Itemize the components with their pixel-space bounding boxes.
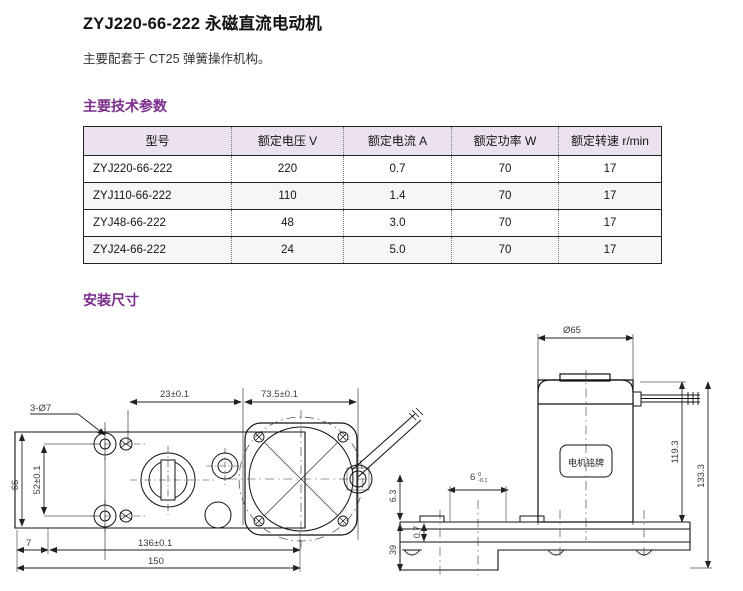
specification-table: 型号 额定电压 V 额定电流 A 额定功率 W 额定转速 r/min ZYJ22…	[83, 125, 662, 264]
cell-voltage: 110	[231, 181, 344, 210]
column-header-power: 额定功率 W	[451, 125, 559, 156]
dimension-hole-callout: 3-Ø7	[30, 403, 106, 436]
cell-model: ZYJ110-66-222	[83, 181, 232, 210]
cell-speed: 17	[558, 208, 662, 237]
column-header-voltage: 额定电压 V	[231, 125, 344, 156]
dimension-d65: Ø65	[537, 325, 634, 342]
product-subtitle: 主要配套于 CT25 弹簧操作机构。	[83, 52, 271, 67]
dimension-label-735: 73.5±0.1	[261, 389, 298, 400]
dimension-label-66: 66	[10, 480, 21, 491]
table-row: ZYJ110-66-222 110 1.4 70 17	[83, 181, 662, 210]
table-row: ZYJ220-66-222 220 0.7 70 17	[83, 154, 662, 183]
dimension-label-7: 7	[26, 538, 31, 549]
cell-power: 70	[451, 181, 559, 210]
column-header-model: 型号	[83, 125, 232, 156]
dimension-23: 23±0.1	[129, 389, 242, 406]
cell-current: 5.0	[343, 235, 452, 264]
dimension-label-136: 136±0.1	[138, 538, 172, 549]
installation-dimension-drawings: 23±0.1 73.5±0.1 3-Ø7	[0, 310, 743, 591]
dimension-1333: 133.3	[690, 381, 712, 569]
cell-power: 70	[451, 208, 559, 237]
dimension-label-6-lower-tolerance: -0.1	[478, 478, 487, 484]
dimension-label-39: 39	[388, 545, 398, 555]
dimension-63: 6.3	[388, 474, 404, 521]
dimension-label-6-upper-tolerance: 0	[478, 472, 481, 478]
cell-current: 1.4	[343, 181, 452, 210]
dimension-150: 150	[16, 556, 301, 572]
cell-power: 70	[451, 235, 559, 264]
dimension-07: 0.7	[412, 523, 428, 542]
cell-model: ZYJ24-66-222	[83, 235, 232, 264]
dimension-label-52: 52±0.1	[32, 466, 43, 495]
cell-current: 0.7	[343, 154, 452, 183]
dimension-66: 66	[10, 433, 26, 527]
table-row: ZYJ24-66-222 24 5.0 70 17	[83, 235, 662, 264]
cell-power: 70	[451, 154, 559, 183]
dimension-label-23: 23±0.1	[160, 389, 189, 400]
drawing-top-view: 23±0.1 73.5±0.1 3-Ø7	[10, 388, 424, 572]
cell-speed: 17	[558, 181, 662, 210]
dimension-52: 52±0.1	[32, 443, 100, 517]
dimension-6: 6 0 -0.1	[447, 472, 509, 494]
dimension-7: 7	[16, 538, 49, 554]
column-header-speed: 额定转速 r/min	[558, 125, 662, 156]
drawing-side-view: Ø65 电机铭牌	[388, 325, 712, 575]
dimension-label-1193: 119.3	[670, 440, 681, 463]
dimension-label-1333: 133.3	[696, 464, 707, 488]
dimension-136: 136±0.1	[49, 538, 301, 554]
table-row: ZYJ48-66-222 48 3.0 70 17	[83, 208, 662, 237]
column-header-current: 额定电流 A	[343, 125, 452, 156]
dimension-label-hole: 3-Ø7	[30, 403, 51, 414]
dimension-label-07: 0.7	[412, 526, 422, 539]
cell-model: ZYJ220-66-222	[83, 154, 232, 183]
section-heading-parameters: 主要技术参数	[83, 97, 167, 114]
dimension-label-63: 6.3	[388, 490, 398, 503]
page-title: ZYJ220-66-222 永磁直流电动机	[83, 15, 322, 33]
cell-voltage: 48	[231, 208, 344, 237]
cell-speed: 17	[558, 154, 662, 183]
dimension-735: 73.5±0.1	[244, 389, 357, 406]
dimension-label-150: 150	[148, 556, 164, 567]
section-heading-dimensions: 安装尺寸	[83, 291, 139, 308]
dimension-label-6: 6	[470, 472, 475, 483]
cell-current: 3.0	[343, 208, 452, 237]
table-header-row: 型号 额定电压 V 额定电流 A 额定功率 W 额定转速 r/min	[83, 125, 662, 156]
cell-voltage: 24	[231, 235, 344, 264]
cell-voltage: 220	[231, 154, 344, 183]
dimension-1193: 119.3	[640, 381, 686, 523]
dimension-39: 39	[388, 523, 404, 572]
cell-model: ZYJ48-66-222	[83, 208, 232, 237]
cell-speed: 17	[558, 235, 662, 264]
dimension-label-d65: Ø65	[563, 325, 581, 336]
